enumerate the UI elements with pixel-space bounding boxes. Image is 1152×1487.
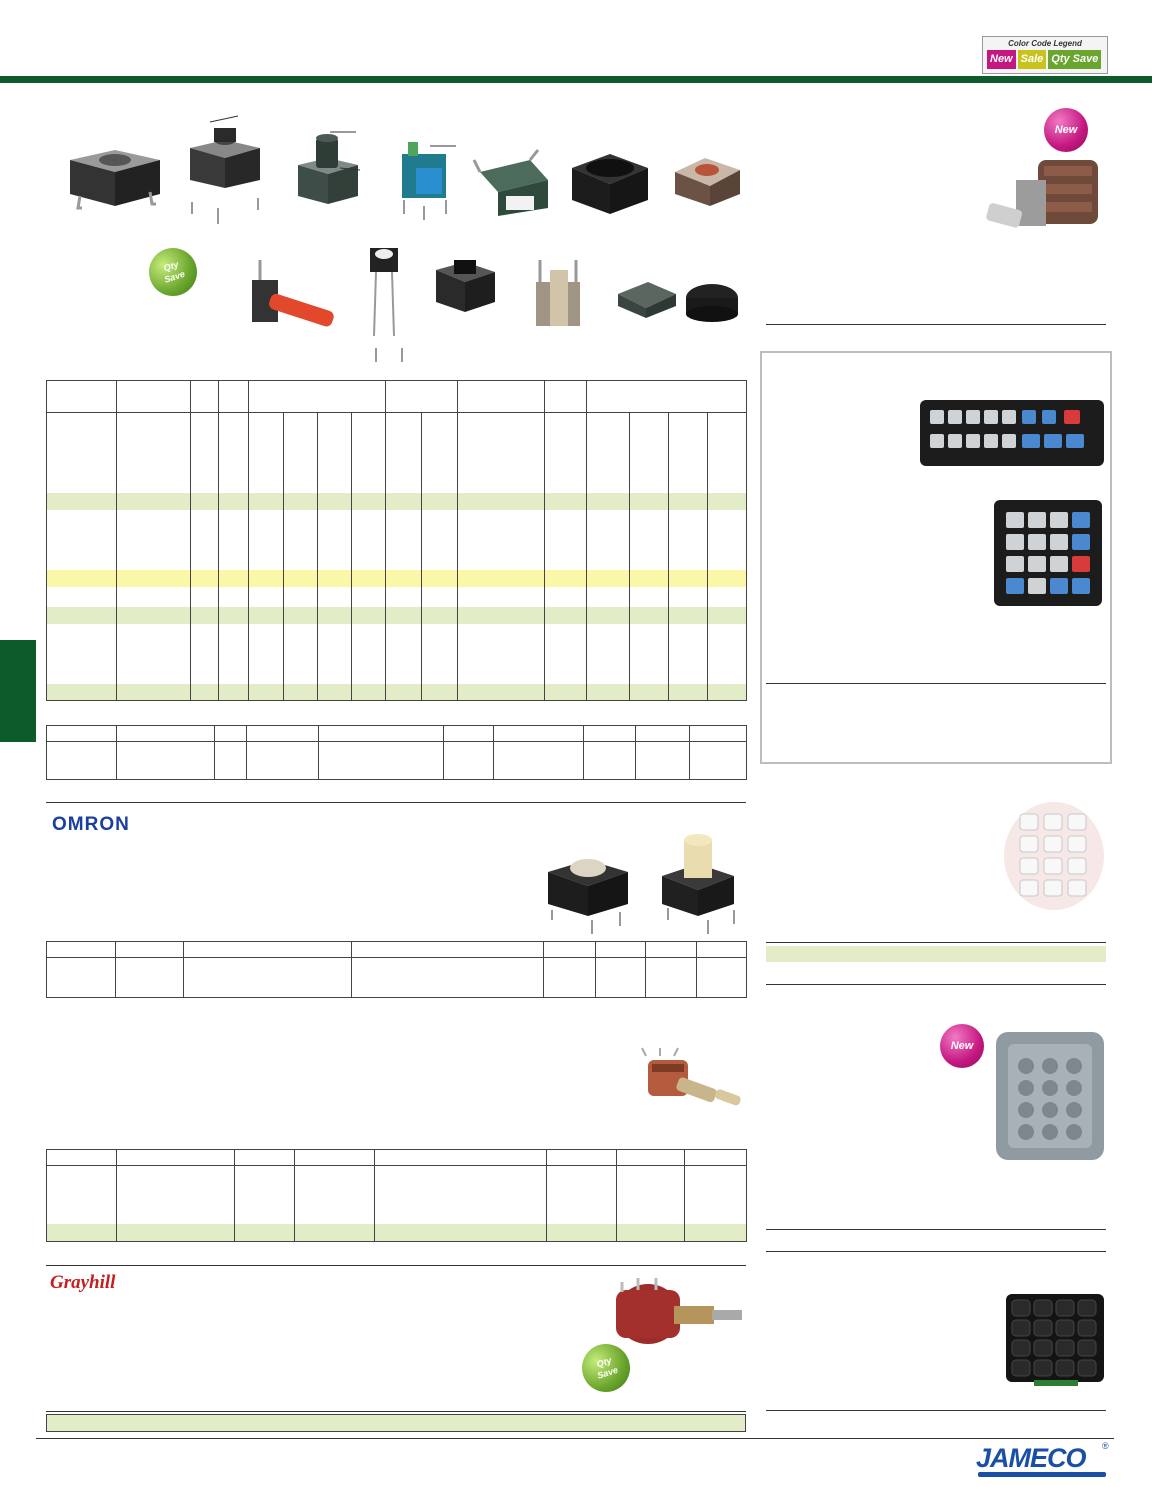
new-badge: New [1044, 108, 1088, 152]
qty-save-badge: Qty Save [142, 241, 204, 303]
table-header [46, 725, 747, 742]
new-badge: New [940, 1024, 984, 1068]
tactile-switch-image [298, 131, 361, 204]
legend-sale: Sale [1017, 50, 1047, 69]
tactile-switch-image [70, 150, 160, 210]
jameco-logo-swoosh [978, 1472, 1106, 1477]
table-header [46, 941, 747, 958]
keypad-table-row [766, 946, 1106, 962]
jameco-logo: JAMECO [976, 1443, 1087, 1473]
table-header [46, 380, 747, 413]
tactile-switch-image [572, 154, 648, 214]
section-divider [766, 942, 1106, 943]
rotary-switch-table [46, 1149, 747, 1242]
omron-switch-table [46, 941, 747, 998]
rotary-switch-image [641, 1047, 741, 1106]
smd-switch-image [618, 282, 676, 318]
switch-spec-table-2 [46, 725, 747, 780]
tall-stem-switch-image [662, 834, 735, 934]
table-row [46, 623, 747, 684]
tactile-switch-image [548, 859, 628, 934]
header-rule [0, 76, 1152, 83]
section-side-tab [0, 640, 36, 742]
tactile-switch-image [675, 158, 740, 206]
table-row [46, 606, 747, 624]
white-keypad-image [1004, 802, 1104, 910]
legend-title: Color Code Legend [1008, 39, 1082, 48]
table-row [46, 683, 747, 701]
tactile-switch-image [436, 260, 495, 312]
color-code-legend: Color Code Legend New Sale Qty Save [982, 36, 1108, 74]
table-row [46, 741, 747, 780]
keypad-4x4-image [994, 500, 1102, 606]
legend-swatches: New Sale Qty Save [987, 50, 1102, 69]
table-row [46, 412, 747, 493]
legend-qty-save: Qty Save [1048, 50, 1102, 69]
table-row [46, 586, 747, 607]
tactile-switch-image [402, 142, 456, 220]
grayhill-table-row [46, 1414, 746, 1432]
rotary-switch-image [986, 160, 1098, 228]
table-row [46, 569, 747, 587]
omron-switch-photos [548, 834, 735, 934]
keypad-3x6-image [920, 400, 1104, 466]
tactile-switch-image [472, 149, 548, 216]
metal-keypad-image [996, 1032, 1104, 1160]
registered-mark: ® [1102, 1441, 1109, 1451]
section-divider [766, 984, 1106, 985]
section-divider [766, 324, 1106, 325]
omron-logo: OMRON [52, 814, 130, 835]
table-row [46, 492, 747, 510]
tactile-switch-photos-row-1 [70, 115, 740, 224]
section-divider [46, 1265, 746, 1266]
section-divider [46, 802, 746, 803]
footer-rule [36, 1438, 1114, 1439]
table-row [46, 957, 747, 998]
tactile-switch-table [46, 380, 747, 701]
section-divider [766, 1251, 1106, 1252]
switch-cap-image [686, 284, 738, 322]
grayhill-logo: Grayhill [50, 1272, 116, 1293]
right-angle-switch-image [252, 260, 334, 327]
black-keypad-image [1006, 1294, 1104, 1386]
section-divider [766, 1229, 1106, 1230]
grayhill-rotary-switch-image [616, 1278, 742, 1344]
section-divider [46, 1411, 746, 1412]
tactile-switch-photos-row-2 [252, 248, 738, 362]
table-row [46, 1223, 747, 1242]
tactile-switch-image [190, 115, 260, 224]
table-header [46, 1149, 747, 1166]
section-divider [766, 1410, 1106, 1411]
tactile-switch-image [536, 260, 580, 326]
table-row [46, 1165, 747, 1224]
legend-new: New [987, 50, 1016, 69]
long-lead-switch-image [370, 248, 403, 362]
keypad-panel [760, 351, 1112, 764]
section-divider [766, 683, 1106, 684]
table-row [46, 509, 747, 570]
